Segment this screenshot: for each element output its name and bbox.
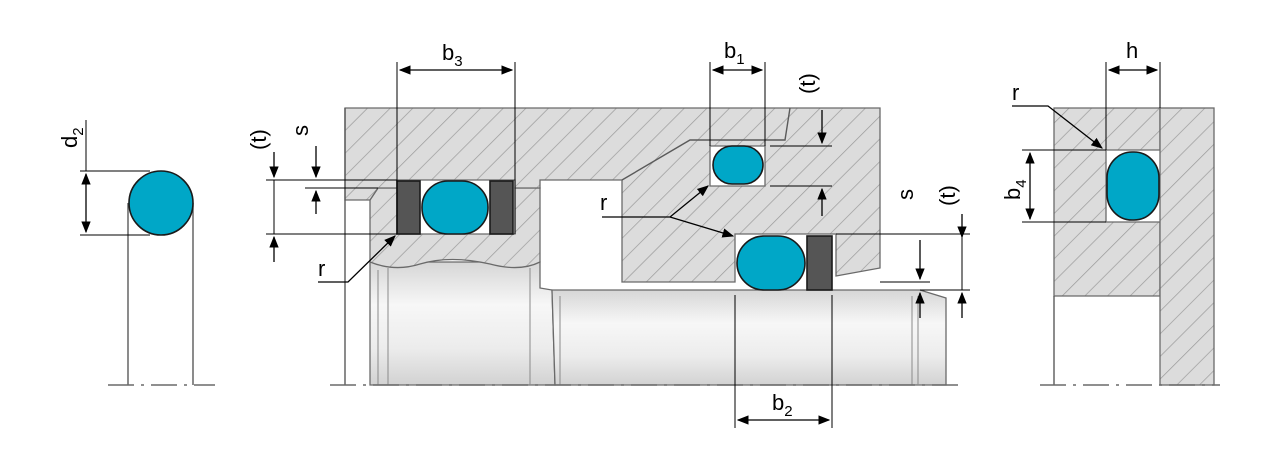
backup-ring-rod bbox=[806, 235, 833, 291]
oring-section bbox=[128, 170, 194, 236]
label-b4: b4 bbox=[1000, 179, 1030, 200]
piston-head bbox=[369, 187, 541, 269]
label-r-rod: r bbox=[600, 190, 607, 215]
oring-cross-section-view: d2 bbox=[57, 120, 215, 386]
label-d2: d2 bbox=[57, 127, 87, 148]
label-b2: b2 bbox=[772, 390, 793, 420]
backup-ring-right bbox=[489, 180, 514, 235]
label-b1: b1 bbox=[724, 38, 745, 68]
piston-shaft bbox=[369, 261, 556, 386]
label-r-axial: r bbox=[1012, 80, 1019, 105]
label-s-rod: s bbox=[893, 189, 918, 200]
label-t-groove2: (t) bbox=[795, 73, 820, 94]
label-r-piston: r bbox=[318, 256, 325, 281]
label-t-rod: (t) bbox=[935, 185, 960, 206]
backup-ring-left bbox=[396, 180, 421, 235]
label-t-piston: (t) bbox=[246, 129, 271, 150]
label-b3: b3 bbox=[442, 40, 463, 70]
assembly-section-view: b3 b1 (t) (t) s r r s bbox=[246, 38, 970, 428]
label-h: h bbox=[1126, 38, 1138, 63]
rod-shaft bbox=[551, 289, 947, 386]
oring-static bbox=[712, 145, 764, 185]
oring-piston bbox=[421, 180, 489, 235]
oring-axial bbox=[1106, 151, 1160, 221]
flange-cover bbox=[1159, 107, 1215, 386]
axial-groove-view: h b4 r bbox=[1000, 38, 1220, 386]
label-s-piston: s bbox=[288, 125, 313, 136]
oring-rod bbox=[736, 235, 806, 291]
